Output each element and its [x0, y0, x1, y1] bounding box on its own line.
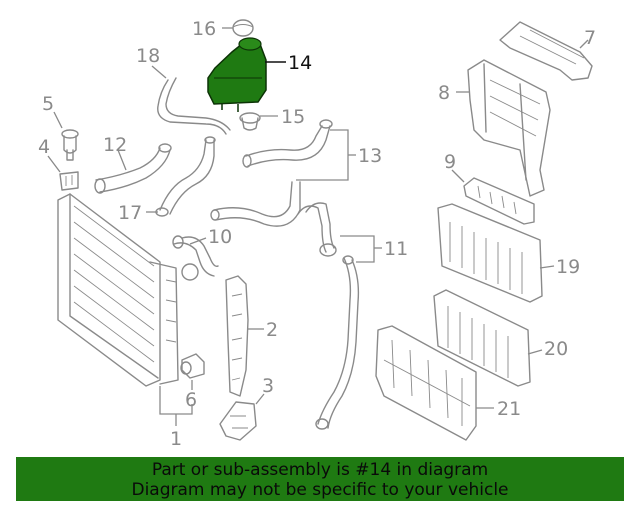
part-18-hose: 18 — [136, 45, 231, 135]
part-12-hose: 12 — [94, 134, 172, 194]
callout-8: 8 — [438, 82, 450, 104]
callout-14: 14 — [288, 52, 312, 74]
part-21-air-guide: 21 — [375, 325, 521, 441]
callout-16: 16 — [192, 18, 216, 40]
notice-banner: Part or sub-assembly is #14 in diagram D… — [16, 457, 624, 501]
callout-3: 3 — [262, 375, 274, 397]
callout-1: 1 — [170, 428, 182, 450]
part-19-grille: 19 — [437, 203, 580, 303]
part-13-hose: 13 — [210, 119, 382, 227]
callout-6: 6 — [185, 389, 197, 411]
part-4-clip: 4 — [38, 136, 79, 191]
part-2-bracket: 2 — [225, 275, 278, 397]
callout-10: 10 — [208, 226, 232, 248]
part-10-hose: 10 — [172, 226, 232, 281]
callout-21: 21 — [497, 398, 521, 420]
callout-17: 17 — [118, 202, 142, 224]
part-15-grommet: 15 — [239, 106, 305, 131]
callout-5: 5 — [42, 93, 54, 115]
callout-11: 11 — [384, 238, 408, 260]
callout-19: 19 — [556, 256, 580, 278]
callout-13: 13 — [358, 145, 382, 167]
callout-9: 9 — [444, 151, 456, 173]
callout-18: 18 — [136, 45, 160, 67]
part-6-drain-plug: 6 — [180, 353, 205, 411]
callout-20: 20 — [544, 338, 568, 360]
part-14-coolant-reservoir: 14 — [207, 37, 312, 112]
callout-7: 7 — [584, 27, 596, 49]
part-17-hose: 17 — [118, 136, 216, 224]
part-16-cap: 16 — [192, 18, 254, 40]
part-1-radiator: 1 — [57, 193, 193, 450]
callout-4: 4 — [38, 136, 50, 158]
callout-2: 2 — [266, 319, 278, 341]
part-20-grille: 20 — [433, 289, 568, 387]
part-7-upper-bracket: 7 — [499, 21, 596, 81]
part-5-bolt: 5 — [42, 93, 79, 161]
part-9-shroud: 9 — [444, 151, 535, 225]
part-8-frame: 8 — [438, 59, 551, 197]
callout-12: 12 — [103, 134, 127, 156]
part-3-mount: 3 — [219, 375, 274, 441]
callout-15: 15 — [281, 106, 305, 128]
banner-line-2: Diagram may not be specific to your vehi… — [131, 480, 509, 500]
part-11-hose: 11 — [297, 202, 408, 430]
banner-line-1: Part or sub-assembly is #14 in diagram — [151, 460, 489, 480]
